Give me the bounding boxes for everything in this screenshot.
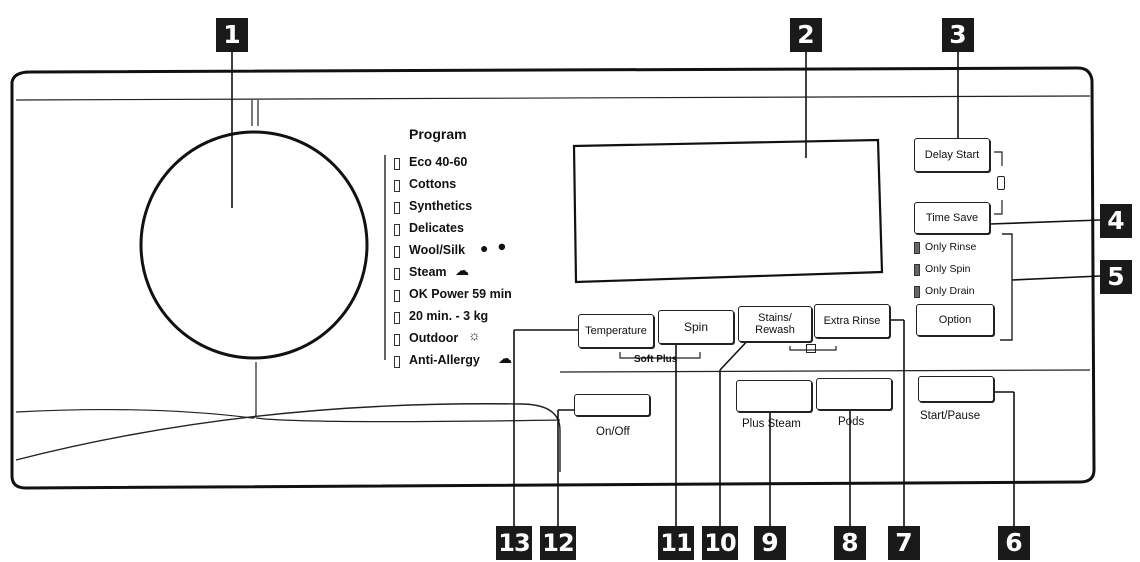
panel-housing (10, 66, 1096, 490)
callout-1: 1 (216, 18, 248, 52)
pods-label: Pods (838, 416, 865, 428)
extra-rinse-button[interactable]: Extra Rinse (814, 304, 890, 338)
start-pause-button[interactable] (918, 376, 994, 402)
panel-right-seam (255, 417, 561, 423)
program-item-cottons[interactable]: Cottons (409, 177, 457, 191)
program-item-wool-silk[interactable]: Wool/Silk (409, 243, 466, 257)
program-selector-knob (139, 130, 369, 360)
callout-10: 10 (702, 526, 738, 560)
program-led (394, 158, 400, 170)
on-off-label: On/Off (596, 426, 630, 438)
spin-button[interactable]: Spin (658, 310, 734, 344)
option-bracket (1000, 233, 1013, 341)
program-led (394, 224, 400, 236)
program-led (394, 334, 400, 346)
option-button[interactable]: Option (916, 304, 994, 336)
time-save-button[interactable]: Time Save (914, 202, 990, 234)
program-item-delicates[interactable]: Delicates (409, 221, 464, 235)
delay-bracket (994, 151, 1003, 215)
time-manager-icon (806, 344, 816, 353)
program-item-outdoor[interactable]: Outdoor (409, 331, 459, 345)
callout-5: 5 (1100, 260, 1132, 294)
only-rinse-led (914, 242, 920, 254)
callout-11: 11 (658, 526, 694, 560)
anti-allergy-icon: ☁ (498, 350, 512, 366)
hand-wash-icon: ⚫ (496, 239, 508, 255)
plus-steam-label: Plus Steam (742, 418, 801, 430)
steam-icon: ☁ (455, 262, 469, 278)
plus-steam-button[interactable] (736, 380, 812, 412)
program-led (394, 202, 400, 214)
program-led (394, 290, 400, 302)
callout-9: 9 (754, 526, 786, 560)
knob-stem (251, 100, 259, 126)
program-led (394, 356, 400, 368)
callout-12: 12 (540, 526, 576, 560)
program-item-synthetics[interactable]: Synthetics (409, 199, 473, 213)
callout-8: 8 (834, 526, 866, 560)
start-pause-label: Start/Pause (920, 410, 981, 422)
temperature-button[interactable]: Temperature (578, 314, 654, 348)
program-led (394, 268, 400, 280)
panel-top-line (15, 95, 1091, 101)
callout-4: 4 (1100, 204, 1132, 238)
pods-button[interactable] (816, 378, 892, 410)
panel-bottom-curve (15, 403, 561, 472)
option-only-drain: Only Drain (925, 285, 975, 297)
callout-7: 7 (888, 526, 920, 560)
program-item-anti-allergy[interactable]: Anti-Allergy (409, 353, 480, 367)
program-item-eco[interactable]: Eco 40-60 (409, 155, 468, 169)
display-screen (572, 138, 884, 284)
program-item-ok-power[interactable]: OK Power 59 min (409, 287, 512, 301)
program-led (394, 312, 400, 324)
program-led (394, 180, 400, 192)
callout-3: 3 (942, 18, 974, 52)
delay-start-button[interactable]: Delay Start (914, 138, 990, 172)
option-only-spin: Only Spin (925, 263, 971, 275)
outdoor-icon: ☼ (468, 327, 481, 343)
program-title: Program (409, 126, 467, 142)
only-drain-led (914, 286, 920, 298)
only-spin-led (914, 264, 920, 276)
panel-left-seam (15, 362, 257, 419)
program-item-20-min[interactable]: 20 min. - 3 kg (409, 309, 489, 323)
callout-13: 13 (496, 526, 532, 560)
program-item-steam[interactable]: Steam (409, 265, 447, 279)
panel-mid-line (559, 369, 1091, 373)
soft-plus-bracket (619, 352, 701, 359)
soft-plus-label: Soft Plus (634, 354, 678, 365)
lock-icon (997, 176, 1005, 190)
stains-rewash-button[interactable]: Stains/ Rewash (738, 306, 812, 342)
option-only-rinse: Only Rinse (925, 241, 977, 253)
program-led (394, 246, 400, 258)
on-off-button[interactable] (574, 394, 650, 416)
callout-2: 2 (790, 18, 822, 52)
callout-6: 6 (998, 526, 1030, 560)
wool-ball-icon: ● (480, 240, 489, 256)
time-manager-bracket (789, 346, 837, 351)
